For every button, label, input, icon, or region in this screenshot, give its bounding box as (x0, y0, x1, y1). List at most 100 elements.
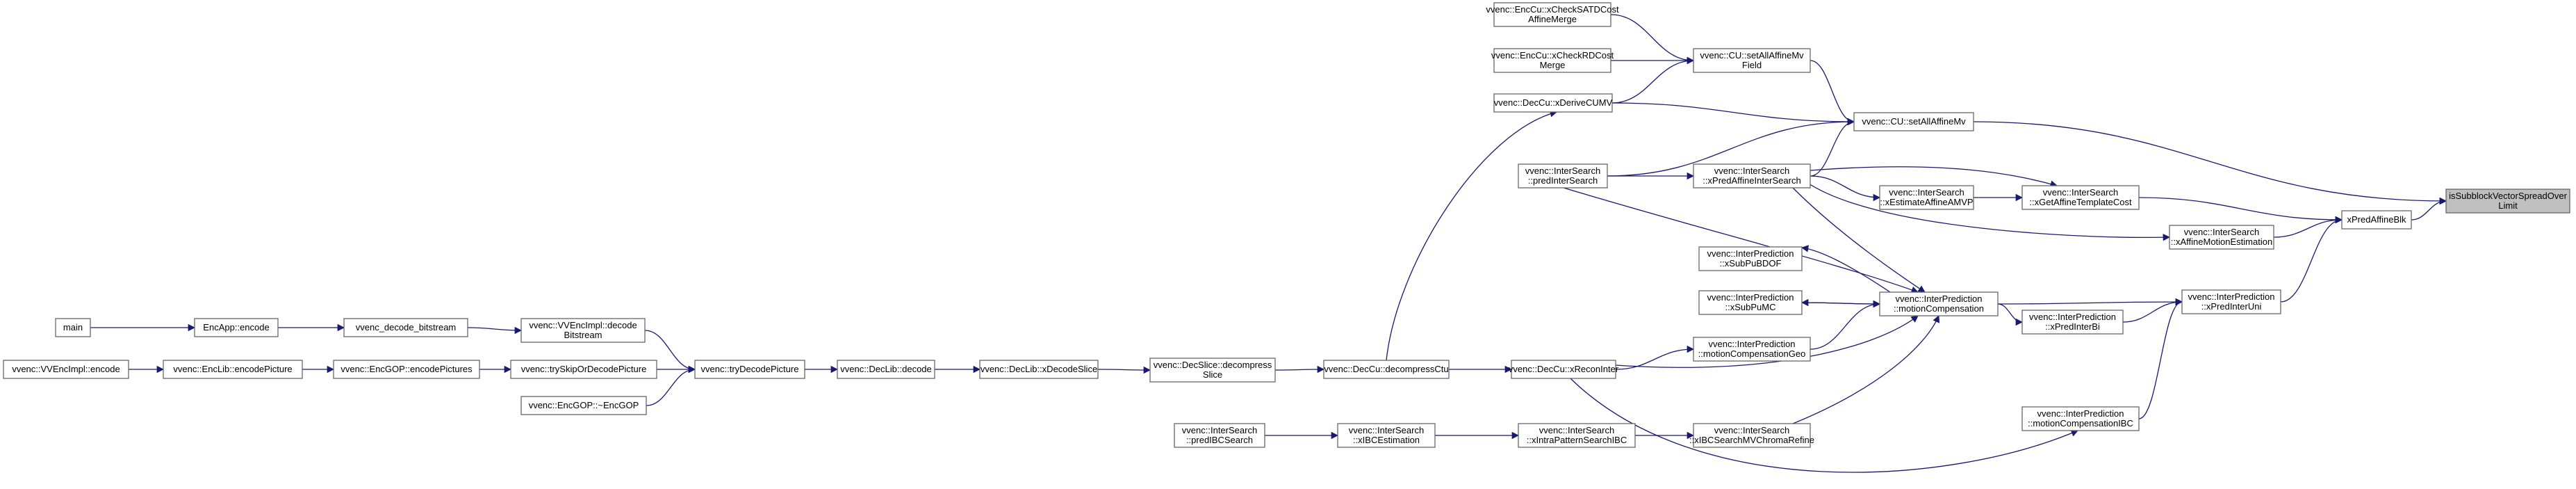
node-label: vvenc::CU::setAllAffineMv (1700, 50, 1804, 61)
node-box (3, 360, 129, 379)
edge-xPredAffineInterSearch-to-motionCompensation (1792, 187, 1926, 293)
node-xIBCEstimation[interactable]: vvenc::InterSearch::xIBCEstimation (1337, 423, 1436, 448)
node-label: vvenc::InterSearch (2184, 227, 2259, 237)
node-box (694, 360, 805, 379)
node-label: vvenc::InterSearch (1714, 166, 1789, 176)
node-encAppEncode[interactable]: EncApp::encode (194, 318, 279, 337)
node-label: vvenc::InterSearch (1349, 425, 1424, 435)
node-label: vvenc::DecCu::xReconInter (1509, 364, 1619, 374)
node-label: ::xPredAffineInterSearch (1703, 175, 1800, 186)
node-label: vvenc::InterSearch (1525, 166, 1600, 176)
node-xPredInterUni[interactable]: vvenc::InterPrediction::xPredInterUni (2181, 289, 2281, 314)
node-xPredInterBi[interactable]: vvenc::InterPrediction::xPredInterBi (2021, 310, 2124, 335)
node-box (1693, 48, 1811, 73)
node-label: Limit (2498, 200, 2518, 211)
node-label: vvenc::InterSearch (1539, 425, 1614, 435)
node-box (2169, 225, 2274, 250)
node-xIBCSearchMVChromaRefine[interactable]: vvenc::InterSearch::xIBCSearchMVChromaRe… (1689, 423, 1814, 448)
node-xDecodeSlice[interactable]: vvenc::DecLib::xDecodeSlice (979, 360, 1099, 379)
node-label: vvenc::EncGOP::~EncGOP (529, 400, 639, 410)
edge-xReconInter-to-motionCompensationGeo (1615, 345, 1695, 370)
edge-xReconInter-to-motionCompensationIBC (1570, 378, 2078, 473)
node-setAllAffineMv[interactable]: vvenc::CU::setAllAffineMv (1853, 112, 1974, 131)
node-xDeriveCUMV[interactable]: vvenc::DecCu::xDeriveCUMV (1493, 93, 1613, 113)
node-xEstimateAffineAMVP[interactable]: vvenc::InterSearch::xEstimateAffineAMVP (1879, 185, 1974, 210)
node-box (1493, 2, 1611, 27)
node-box (1693, 337, 1811, 362)
node-xPredAffineBlk[interactable]: xPredAffineBlk (2341, 210, 2412, 230)
node-main[interactable]: main (55, 318, 91, 337)
node-motionCompensationIBC[interactable]: vvenc::InterPrediction::motionCompensati… (2021, 406, 2140, 431)
node-label: ::xIntraPatternSearchIBC (1527, 435, 1627, 445)
node-xIntraPatternSearchIBC[interactable]: vvenc::InterSearch::xIntraPatternSearchI… (1518, 423, 1636, 448)
node-label: ::motionCompensation (1894, 303, 1984, 314)
node-tryDecodePicture[interactable]: vvenc::tryDecodePicture (694, 360, 805, 379)
node-xReconInter[interactable]: vvenc::DecCu::xReconInter (1509, 360, 1619, 379)
edge-xPredAffineInterSearch-to-xGetAffineTemplateCost (1810, 166, 2058, 188)
node-label: ::xEstimateAffineAMVP (1880, 197, 1973, 207)
edge-predInterSearch-to-setAllAffineMv (1607, 118, 1855, 177)
node-box (1693, 423, 1811, 448)
edge-predInterSearch-to-motionCompensation (1563, 187, 1919, 294)
edge-xPredAffineBlk-to-isSubblock (2411, 197, 2447, 221)
node-label: Field (1742, 60, 1762, 70)
edge-xIBCSearchMVChromaRefine-to-motionCompensation (1792, 315, 1940, 424)
node-box (55, 318, 91, 337)
node-label: vvenc::DecCu::xDeriveCUMV (1494, 97, 1613, 108)
node-motionCompensation[interactable]: vvenc::InterPrediction::motionCompensati… (1879, 291, 1999, 316)
node-box (1853, 112, 1974, 131)
node-vvencDecodeBitstream[interactable]: vvenc_decode_bitstream (343, 318, 468, 337)
node-label: vvenc::CU::setAllAffineMv (1862, 116, 1966, 127)
edge-decompressCtu-to-xDeriveCUMV (1386, 110, 1558, 361)
node-label: Merge (1540, 60, 1566, 70)
node-box (1698, 246, 1803, 271)
node-box (2021, 310, 2124, 335)
node-label: vvenc::InterPrediction (2188, 291, 2274, 302)
edge-xPredInterBi-to-xPredInterUni (2122, 298, 2183, 323)
node-box (2021, 406, 2140, 431)
node-motionCompensationGeo[interactable]: vvenc::InterPrediction::motionCompensati… (1693, 337, 1811, 362)
edge-motionCompensation-to-xSubPuBDOF (1800, 245, 1891, 293)
node-box (1149, 358, 1276, 383)
node-label: vvenc::DecLib::decode (840, 364, 932, 374)
node-decLibDecode[interactable]: vvenc::DecLib::decode (837, 360, 935, 379)
node-decompressCtu[interactable]: vvenc::DecCu::decompressCtu (1323, 360, 1450, 379)
node-label: main (63, 322, 83, 332)
node-xGetAffineTemplateCost[interactable]: vvenc::InterSearch::xGetAffineTemplateCo… (2021, 185, 2140, 210)
node-trySkipOrDecodePicture[interactable]: vvenc::trySkipOrDecodePicture (510, 360, 657, 379)
edge-setAllAffineMv-to-isSubblock (1973, 121, 2447, 205)
node-predInterSearch[interactable]: vvenc::InterSearch::predInterSearch (1518, 163, 1608, 189)
node-label: ::xPredInterBi (2045, 321, 2100, 332)
edge-xDeriveCUMV-to-setAllAffineMv (1611, 102, 1855, 126)
node-encodePictures[interactable]: vvenc::EncGOP::encodePictures (333, 360, 480, 379)
node-encGOPDtor[interactable]: vvenc::EncGOP::~EncGOP (520, 396, 647, 415)
node-box (979, 360, 1099, 379)
node-box (520, 318, 646, 343)
edge-motionCompensation-to-xPredInterUni (1997, 298, 2183, 306)
node-box (837, 360, 935, 379)
node-label: vvenc::InterPrediction (2037, 408, 2124, 419)
node-encodePicture[interactable]: vvenc::EncLib::encodePicture (163, 360, 303, 379)
edge-xDecodeSlice-to-decompressSlice (1097, 366, 1151, 374)
node-label: vvenc::DecCu::decompressCtu (1324, 364, 1448, 374)
node-vvencImplEncode[interactable]: vvenc::VVEncImpl::encode (3, 360, 129, 379)
node-xAffineMotionEstimation[interactable]: vvenc::InterSearch::xAffineMotionEstimat… (2169, 225, 2274, 250)
node-xSubPuBDOF[interactable]: vvenc::InterPrediction::xSubPuBDOF (1698, 246, 1803, 271)
edge-motionCompensationGeo-to-motionCompensation (1810, 300, 1881, 350)
edge-vvencDecodeBitstream-to-vvencImplDecodeBitstream (467, 326, 523, 335)
node-predIBCSearch[interactable]: vvenc::InterSearch::predIBCSearch (1174, 423, 1265, 448)
node-label: vvenc::VVEncImpl::encode (12, 364, 120, 374)
node-box (194, 318, 279, 337)
node-label: vvenc::EncCu::xCheckRDCost (1491, 50, 1614, 61)
node-xSubPuMC[interactable]: vvenc::InterPrediction::xSubPuMC (1698, 290, 1803, 315)
node-label: vvenc::DecLib::xDecodeSlice (981, 364, 1097, 374)
node-xPredAffineInterSearch[interactable]: vvenc::InterSearch::xPredAffineInterSear… (1693, 163, 1811, 189)
